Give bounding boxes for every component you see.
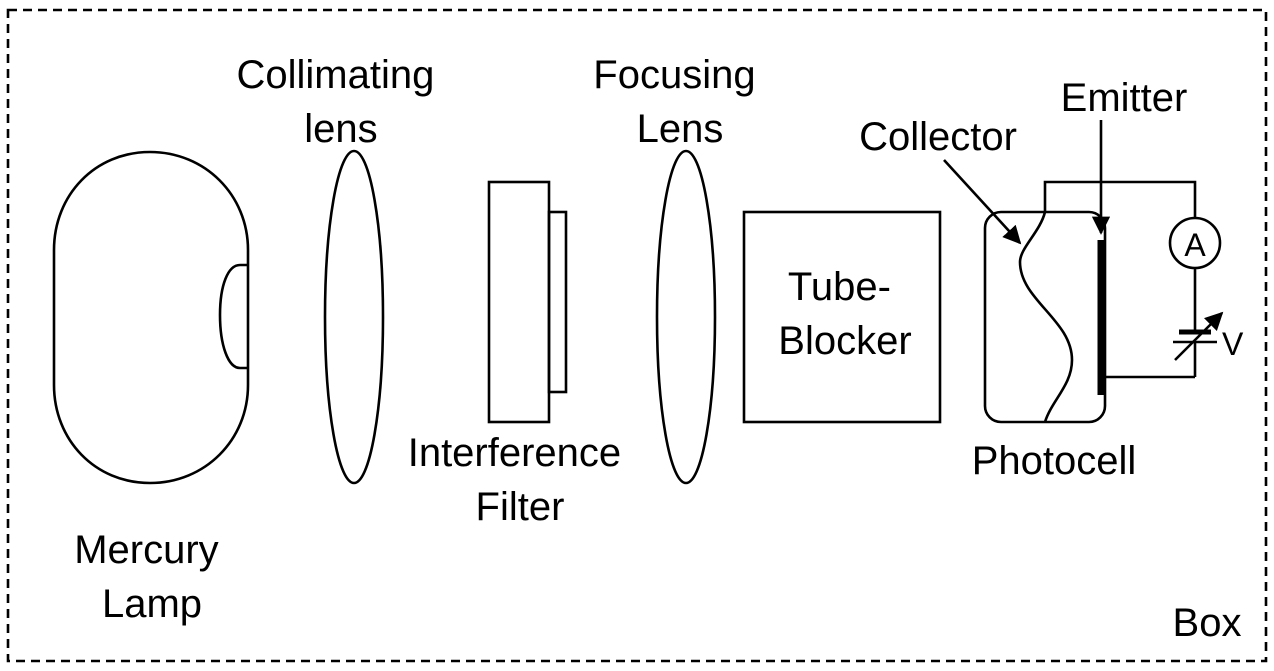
enclosure-box <box>6 8 1268 663</box>
ammeter-label: A <box>1184 227 1206 263</box>
interference-filter-label: Interference Filter <box>408 431 633 529</box>
photocell-label: Photocell <box>972 439 1137 483</box>
circuit-wiring <box>1043 180 1197 379</box>
collimating-lens <box>323 149 385 485</box>
ammeter: A <box>1168 216 1222 270</box>
focusing-lens-label: Focusing Lens <box>593 53 766 151</box>
collector-label: Collector <box>859 115 1017 159</box>
collector-electrode <box>1018 211 1074 423</box>
variable-voltage-source: V <box>1173 311 1244 362</box>
tube-blocker <box>742 210 942 424</box>
tube-blocker-label: Tube- Blocker <box>778 265 911 363</box>
focusing-lens <box>655 149 717 485</box>
emitter-label: Emitter <box>1061 76 1188 120</box>
collector-pointer-arrow <box>943 159 1022 245</box>
box-label: Box <box>1173 601 1242 645</box>
photocell <box>983 210 1107 424</box>
mercury-lamp <box>52 150 250 485</box>
collimating-lens-label: Collimating lens <box>237 53 446 151</box>
interference-filter <box>487 180 568 424</box>
mercury-lamp-label: Mercury Lamp <box>74 528 230 626</box>
voltage-label: V <box>1222 326 1244 362</box>
